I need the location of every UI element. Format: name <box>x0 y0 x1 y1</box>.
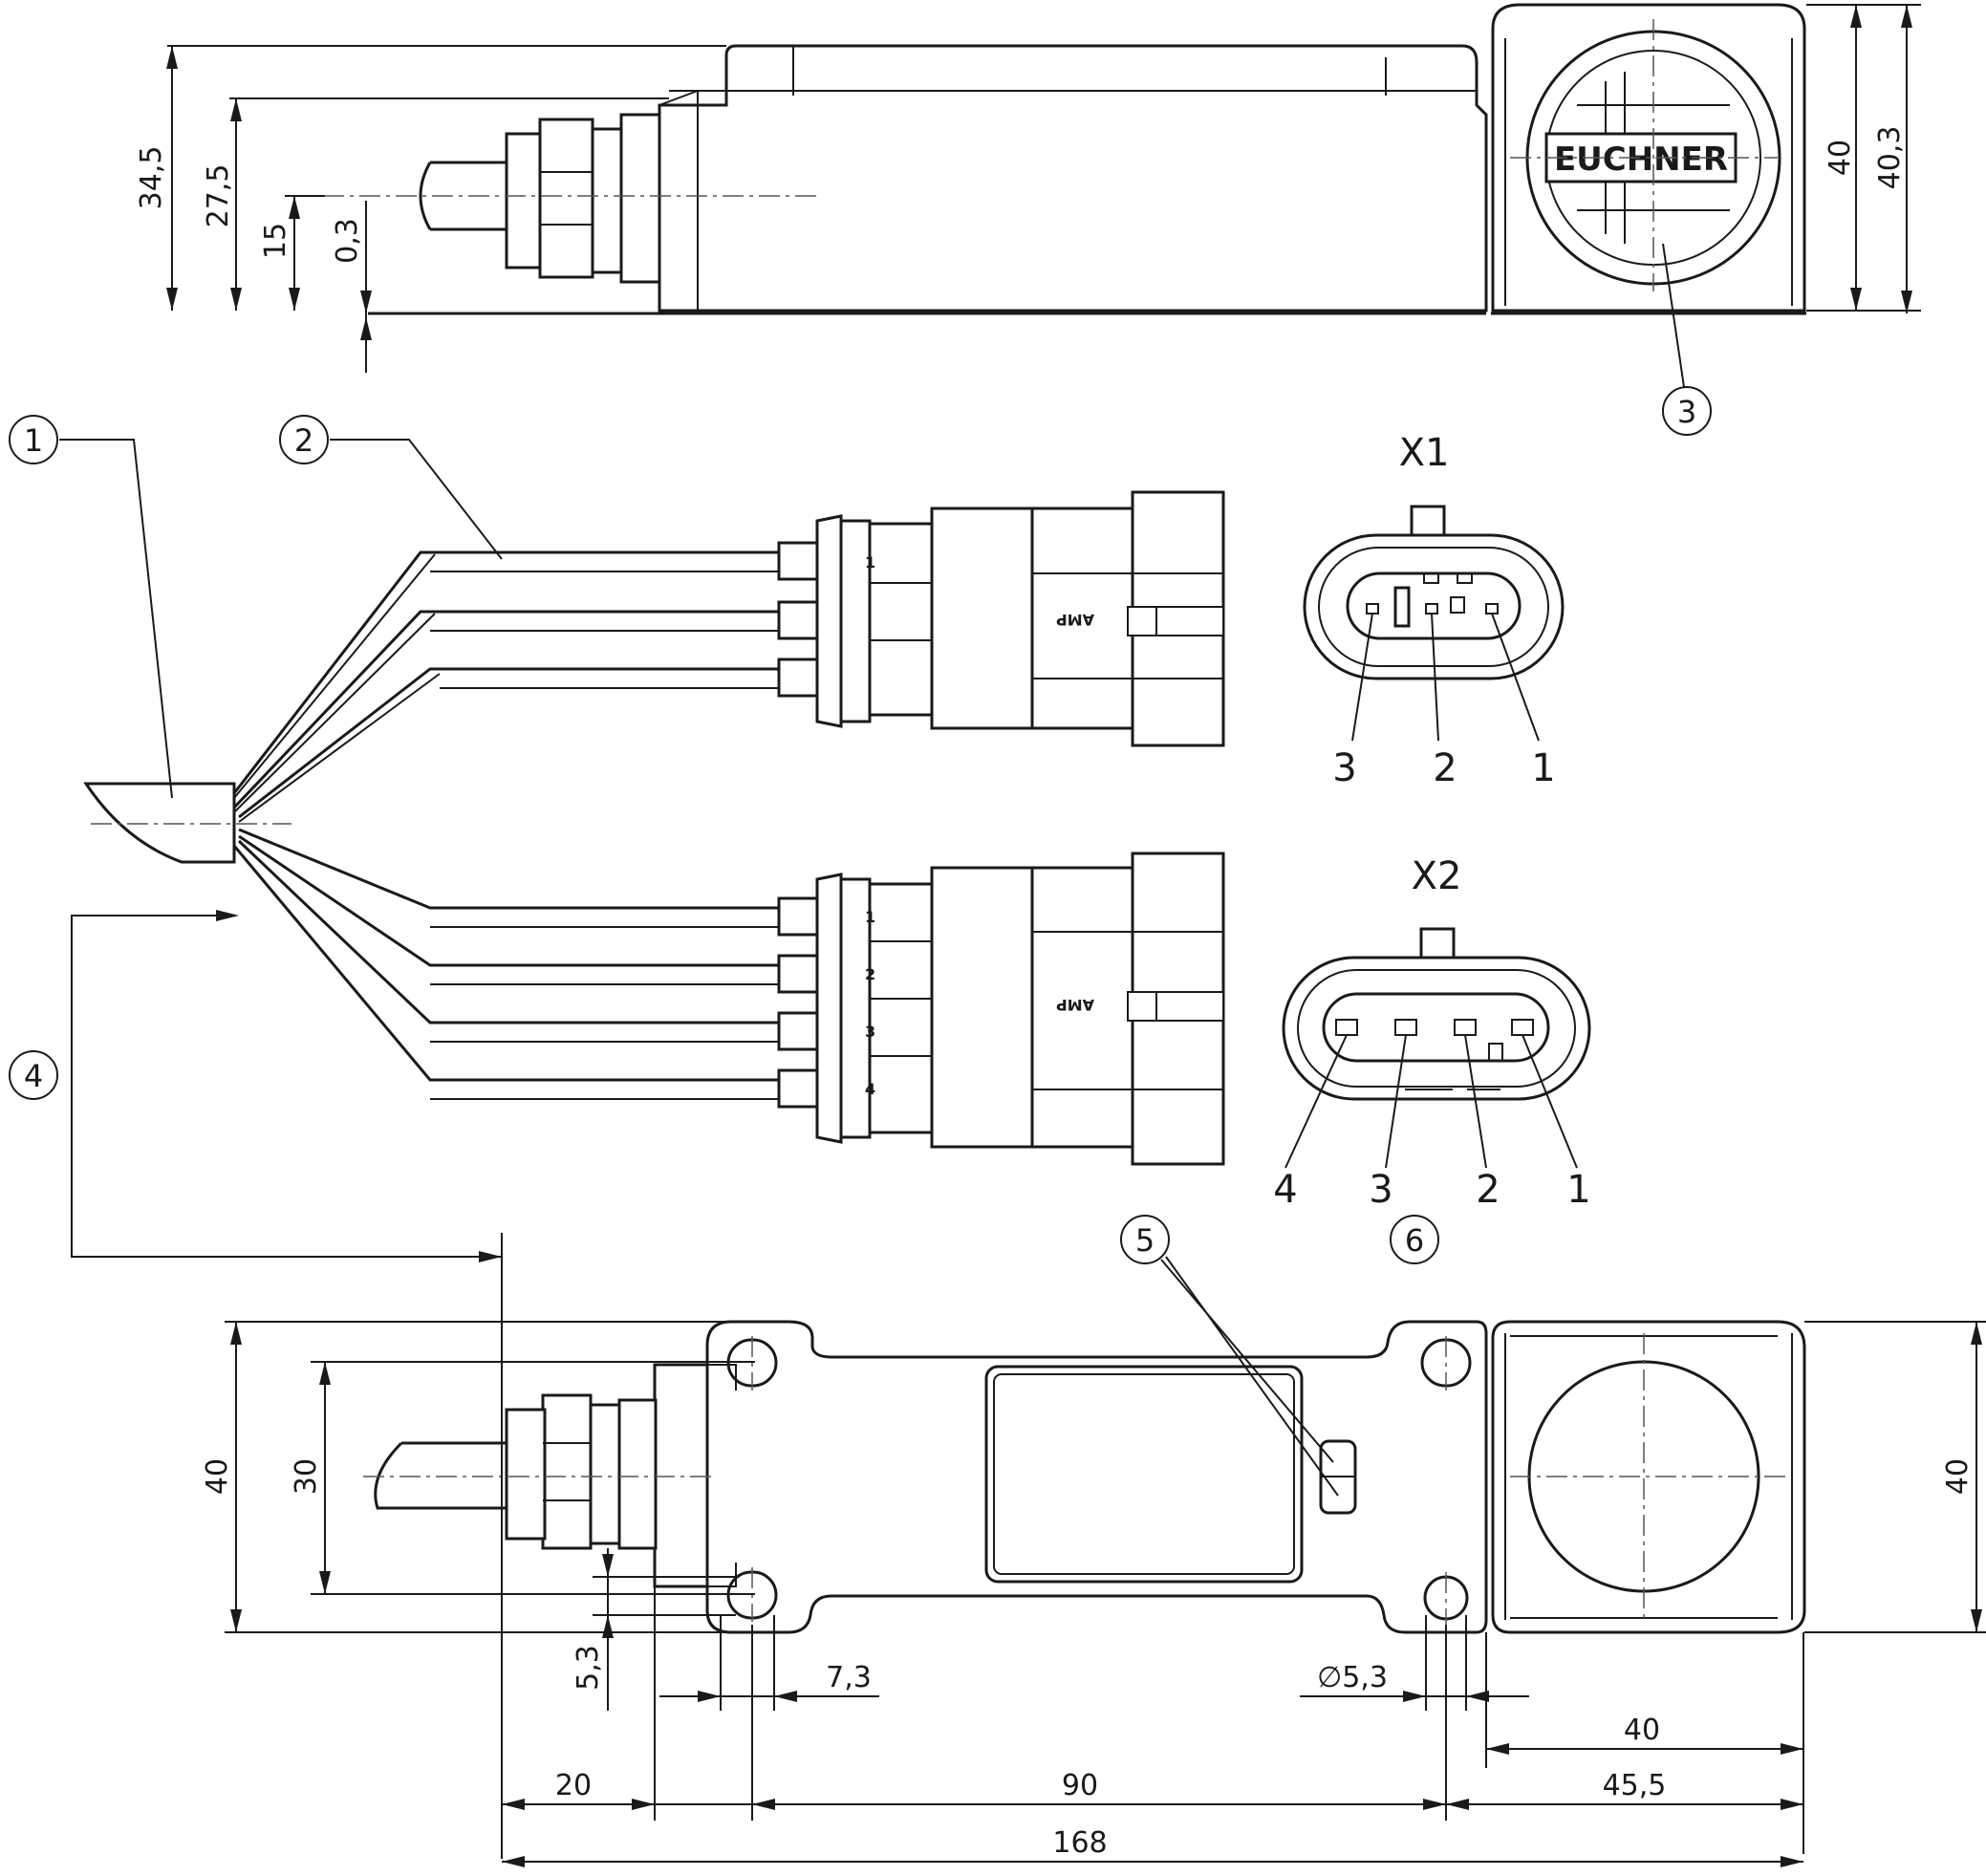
callout-1: 1 <box>24 422 43 459</box>
svg-text:20: 20 <box>555 1769 592 1802</box>
plan-body <box>705 1320 1488 1634</box>
top-cable-gland <box>419 113 661 284</box>
x2-amp-mark: AMP <box>1056 996 1094 1014</box>
svg-text:27,5: 27,5 <box>202 164 235 228</box>
x1-pin-2: 2 <box>1433 746 1457 790</box>
svg-text:3: 3 <box>865 1023 875 1041</box>
svg-text:34,5: 34,5 <box>135 146 168 210</box>
top-side-view: EUCHNER 34,5 27,5 15 0 <box>135 3 1921 436</box>
callout-5: 5 <box>1135 1222 1155 1259</box>
x1-wires <box>232 550 779 823</box>
callout-2: 2 <box>294 422 313 459</box>
euchner-logo: EUCHNER <box>1554 140 1728 179</box>
callout-3: 3 <box>1677 394 1696 430</box>
x2-pin-2: 2 <box>1476 1168 1500 1212</box>
top-body <box>658 44 1488 313</box>
svg-text:45,5: 45,5 <box>1603 1769 1667 1802</box>
svg-text:90: 90 <box>1062 1769 1098 1802</box>
cable-and-connectors: AMP 1 AMP 1 2 3 4 <box>9 415 1225 1262</box>
svg-text:15: 15 <box>259 223 292 259</box>
svg-text:4: 4 <box>865 1080 875 1098</box>
callout-6: 6 <box>1405 1222 1424 1259</box>
svg-text:40: 40 <box>1941 1458 1975 1495</box>
x2-wires <box>232 828 779 1100</box>
x2-pin-3: 3 <box>1369 1168 1392 1212</box>
x2-pin-1: 1 <box>1566 1168 1590 1212</box>
x1-amp-mark: AMP <box>1056 611 1094 629</box>
svg-text:168: 168 <box>1052 1826 1107 1860</box>
svg-text:5,3: 5,3 <box>572 1645 605 1691</box>
x2-connector-face: X2 4 3 2 1 6 <box>1273 854 1591 1264</box>
svg-text:1: 1 <box>865 553 875 571</box>
cable-end <box>83 782 236 864</box>
x2-housing: AMP 1 2 3 4 <box>777 852 1225 1166</box>
x2-label: X2 <box>1412 854 1462 898</box>
plan-cable-gland <box>374 1363 737 1588</box>
svg-text:40,3: 40,3 <box>1873 126 1907 190</box>
svg-text:30: 30 <box>290 1458 323 1495</box>
svg-text:2: 2 <box>865 965 875 983</box>
x1-label: X1 <box>1399 431 1450 475</box>
bottom-plan-view: 5 40 <box>201 1215 1986 1867</box>
svg-text:40: 40 <box>1624 1714 1660 1747</box>
x1-connector-face: X1 3 2 1 <box>1303 431 1565 790</box>
x1-housing: AMP 1 <box>777 490 1225 747</box>
svg-text:7,3: 7,3 <box>826 1661 872 1694</box>
svg-text:∅5,3: ∅5,3 <box>1317 1661 1388 1694</box>
svg-text:40: 40 <box>1824 140 1857 176</box>
x1-pin-3: 3 <box>1332 746 1356 790</box>
x2-pin-4: 4 <box>1273 1168 1297 1212</box>
svg-text:0,3: 0,3 <box>331 218 364 264</box>
svg-text:1: 1 <box>865 908 875 926</box>
x1-pin-1: 1 <box>1531 746 1555 790</box>
callout-4: 4 <box>24 1058 43 1094</box>
svg-text:40: 40 <box>201 1458 234 1495</box>
